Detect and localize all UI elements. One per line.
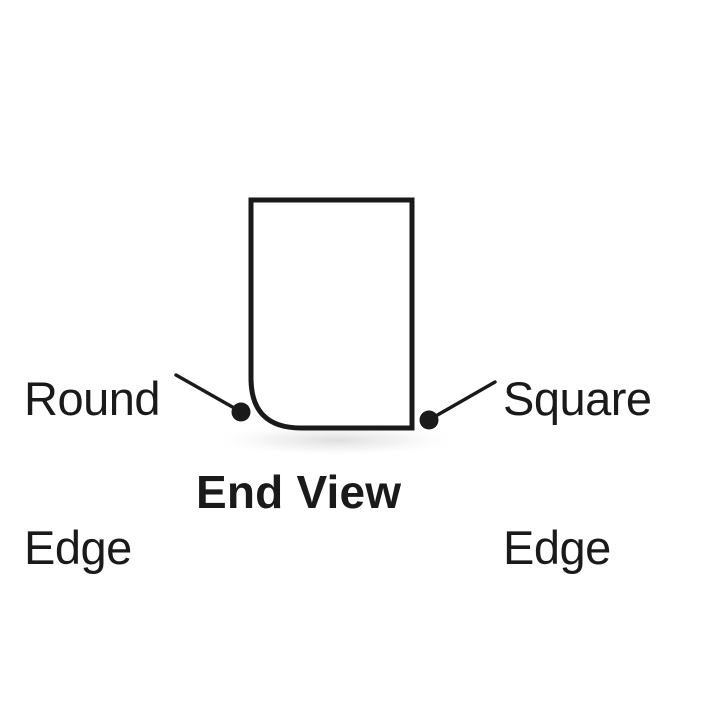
- leader-dot-square-edge: [419, 410, 439, 430]
- leader-dot-round-edge: [231, 402, 251, 422]
- label-square-edge-line2: Edge: [503, 521, 611, 575]
- label-round-edge-line2: Edge: [24, 521, 132, 575]
- label-round-edge: Round Edge: [24, 274, 161, 673]
- figure-caption: End View: [196, 466, 402, 518]
- leader-line-round-edge: [174, 373, 238, 411]
- profile-shadow: [208, 423, 464, 457]
- leader-line-square-edge: [432, 380, 497, 419]
- label-square-edge: Square Edge: [503, 274, 652, 673]
- label-square-edge-line1: Square: [503, 371, 652, 425]
- profile-outline: [248, 197, 415, 431]
- label-round-edge-line1: Round: [24, 371, 161, 425]
